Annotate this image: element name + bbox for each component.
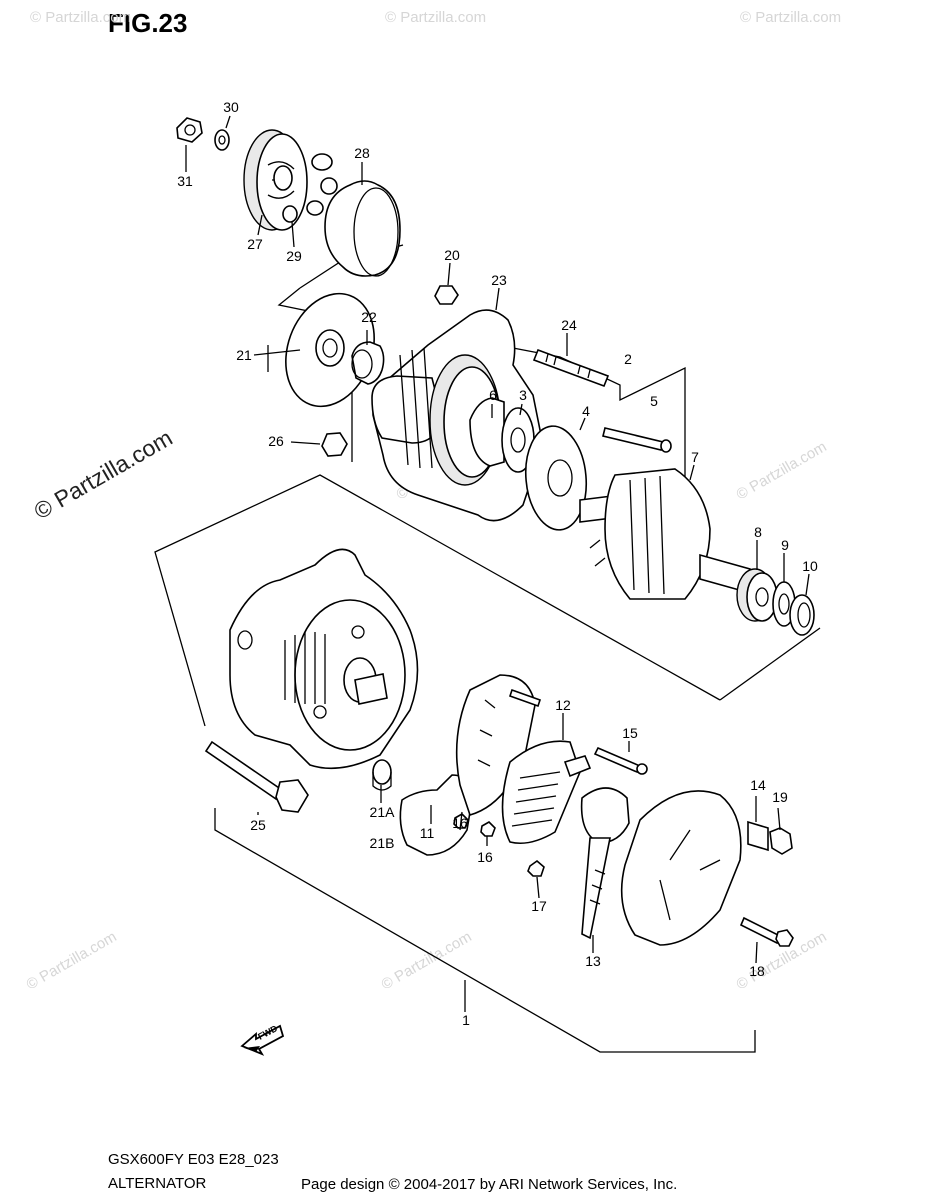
watermark-main: © Partzilla.com <box>30 424 177 524</box>
page-credit: Page design © 2004-2017 by ARI Network S… <box>301 1176 678 1193</box>
model-code: GSX600FY E03 E28_023 <box>108 1151 279 1168</box>
callout-30: 30 <box>223 99 239 115</box>
part-27-damper-housing <box>243 129 308 231</box>
part-17-screw <box>527 859 545 877</box>
callout-2: 2 <box>624 351 632 367</box>
part-10-cap <box>789 594 815 636</box>
part-22-sleeve <box>351 341 385 385</box>
part-21a-spacer <box>372 759 392 791</box>
callout-22: 22 <box>361 309 377 325</box>
part-30-washer <box>214 129 230 151</box>
callout-5: 5 <box>650 393 658 409</box>
part-24-stud-bolt <box>532 348 610 388</box>
leader-lines <box>185 115 810 1012</box>
part-rear-cover <box>620 790 742 946</box>
callout-labels: 31 30 27 29 28 20 23 22 21 24 2 3 6 4 5 … <box>177 99 818 1028</box>
callout-15: 15 <box>622 725 638 741</box>
part-19-nut <box>769 827 793 855</box>
part-23-front-housing <box>371 309 544 522</box>
watermark-tile: © Partzilla.com <box>30 9 131 26</box>
callout-3: 3 <box>519 387 527 403</box>
callout-24: 24 <box>561 317 577 333</box>
callout-6: 6 <box>489 387 497 403</box>
callout-7: 7 <box>691 449 699 465</box>
callout-21: 21 <box>236 347 252 363</box>
watermark-tile: © Partzilla.com <box>379 928 475 993</box>
part-14-grommet <box>747 820 769 852</box>
callout-14: 14 <box>750 777 766 793</box>
callout-29: 29 <box>286 248 302 264</box>
callout-21a: 21A <box>370 804 396 820</box>
fwd-arrow: FWD <box>240 1023 285 1056</box>
callout-31: 31 <box>177 173 193 189</box>
watermark-tile: © Partzilla.com <box>734 438 830 503</box>
callout-19: 19 <box>772 789 788 805</box>
part-28-damper-cover <box>324 180 401 277</box>
callout-9: 9 <box>781 537 789 553</box>
part-5-screw <box>602 427 672 453</box>
callout-12: 12 <box>555 697 571 713</box>
part-20-nut <box>434 285 459 305</box>
part-1-alternator-assembly <box>229 548 419 770</box>
callout-20: 20 <box>444 247 460 263</box>
watermark-tile: © Partzilla.com <box>385 9 486 26</box>
watermark-tile: © Partzilla.com <box>24 928 120 993</box>
callout-13: 13 <box>585 953 601 969</box>
watermark-tile: © Partzilla.com <box>740 9 841 26</box>
callout-1: 1 <box>462 1012 470 1028</box>
figure-title: FIG.23 <box>108 8 188 38</box>
part-25-bolt <box>204 740 309 813</box>
part-11-rectifier <box>399 674 536 856</box>
part-15-screw <box>593 746 648 775</box>
part-13-brush-holder <box>580 787 630 940</box>
callout-16a: 16 <box>452 815 468 831</box>
part-18-bolt <box>739 916 794 947</box>
callout-17: 17 <box>531 898 547 914</box>
part-12-regulator <box>501 740 592 845</box>
callout-8: 8 <box>754 524 762 540</box>
callout-18: 18 <box>749 963 765 979</box>
callout-23: 23 <box>491 272 507 288</box>
callout-28: 28 <box>354 145 370 161</box>
callout-16b: 16 <box>477 849 493 865</box>
part-26-nut <box>321 432 348 457</box>
part-4-retainer-plate <box>524 425 588 531</box>
part-12-bolt <box>508 688 542 708</box>
callout-11: 11 <box>420 825 435 841</box>
callout-27: 27 <box>247 236 263 252</box>
callout-21b: 21B <box>370 835 395 851</box>
part-7-rotor <box>579 468 751 600</box>
section-name: ALTERNATOR <box>108 1175 207 1192</box>
callout-25: 25 <box>250 817 266 833</box>
callout-4: 4 <box>582 403 590 419</box>
part-29-dampers <box>282 153 338 223</box>
part-8-bearing <box>736 568 778 622</box>
callout-10: 10 <box>802 558 818 574</box>
part-31-flange-nut <box>176 117 203 143</box>
callout-26: 26 <box>268 433 284 449</box>
